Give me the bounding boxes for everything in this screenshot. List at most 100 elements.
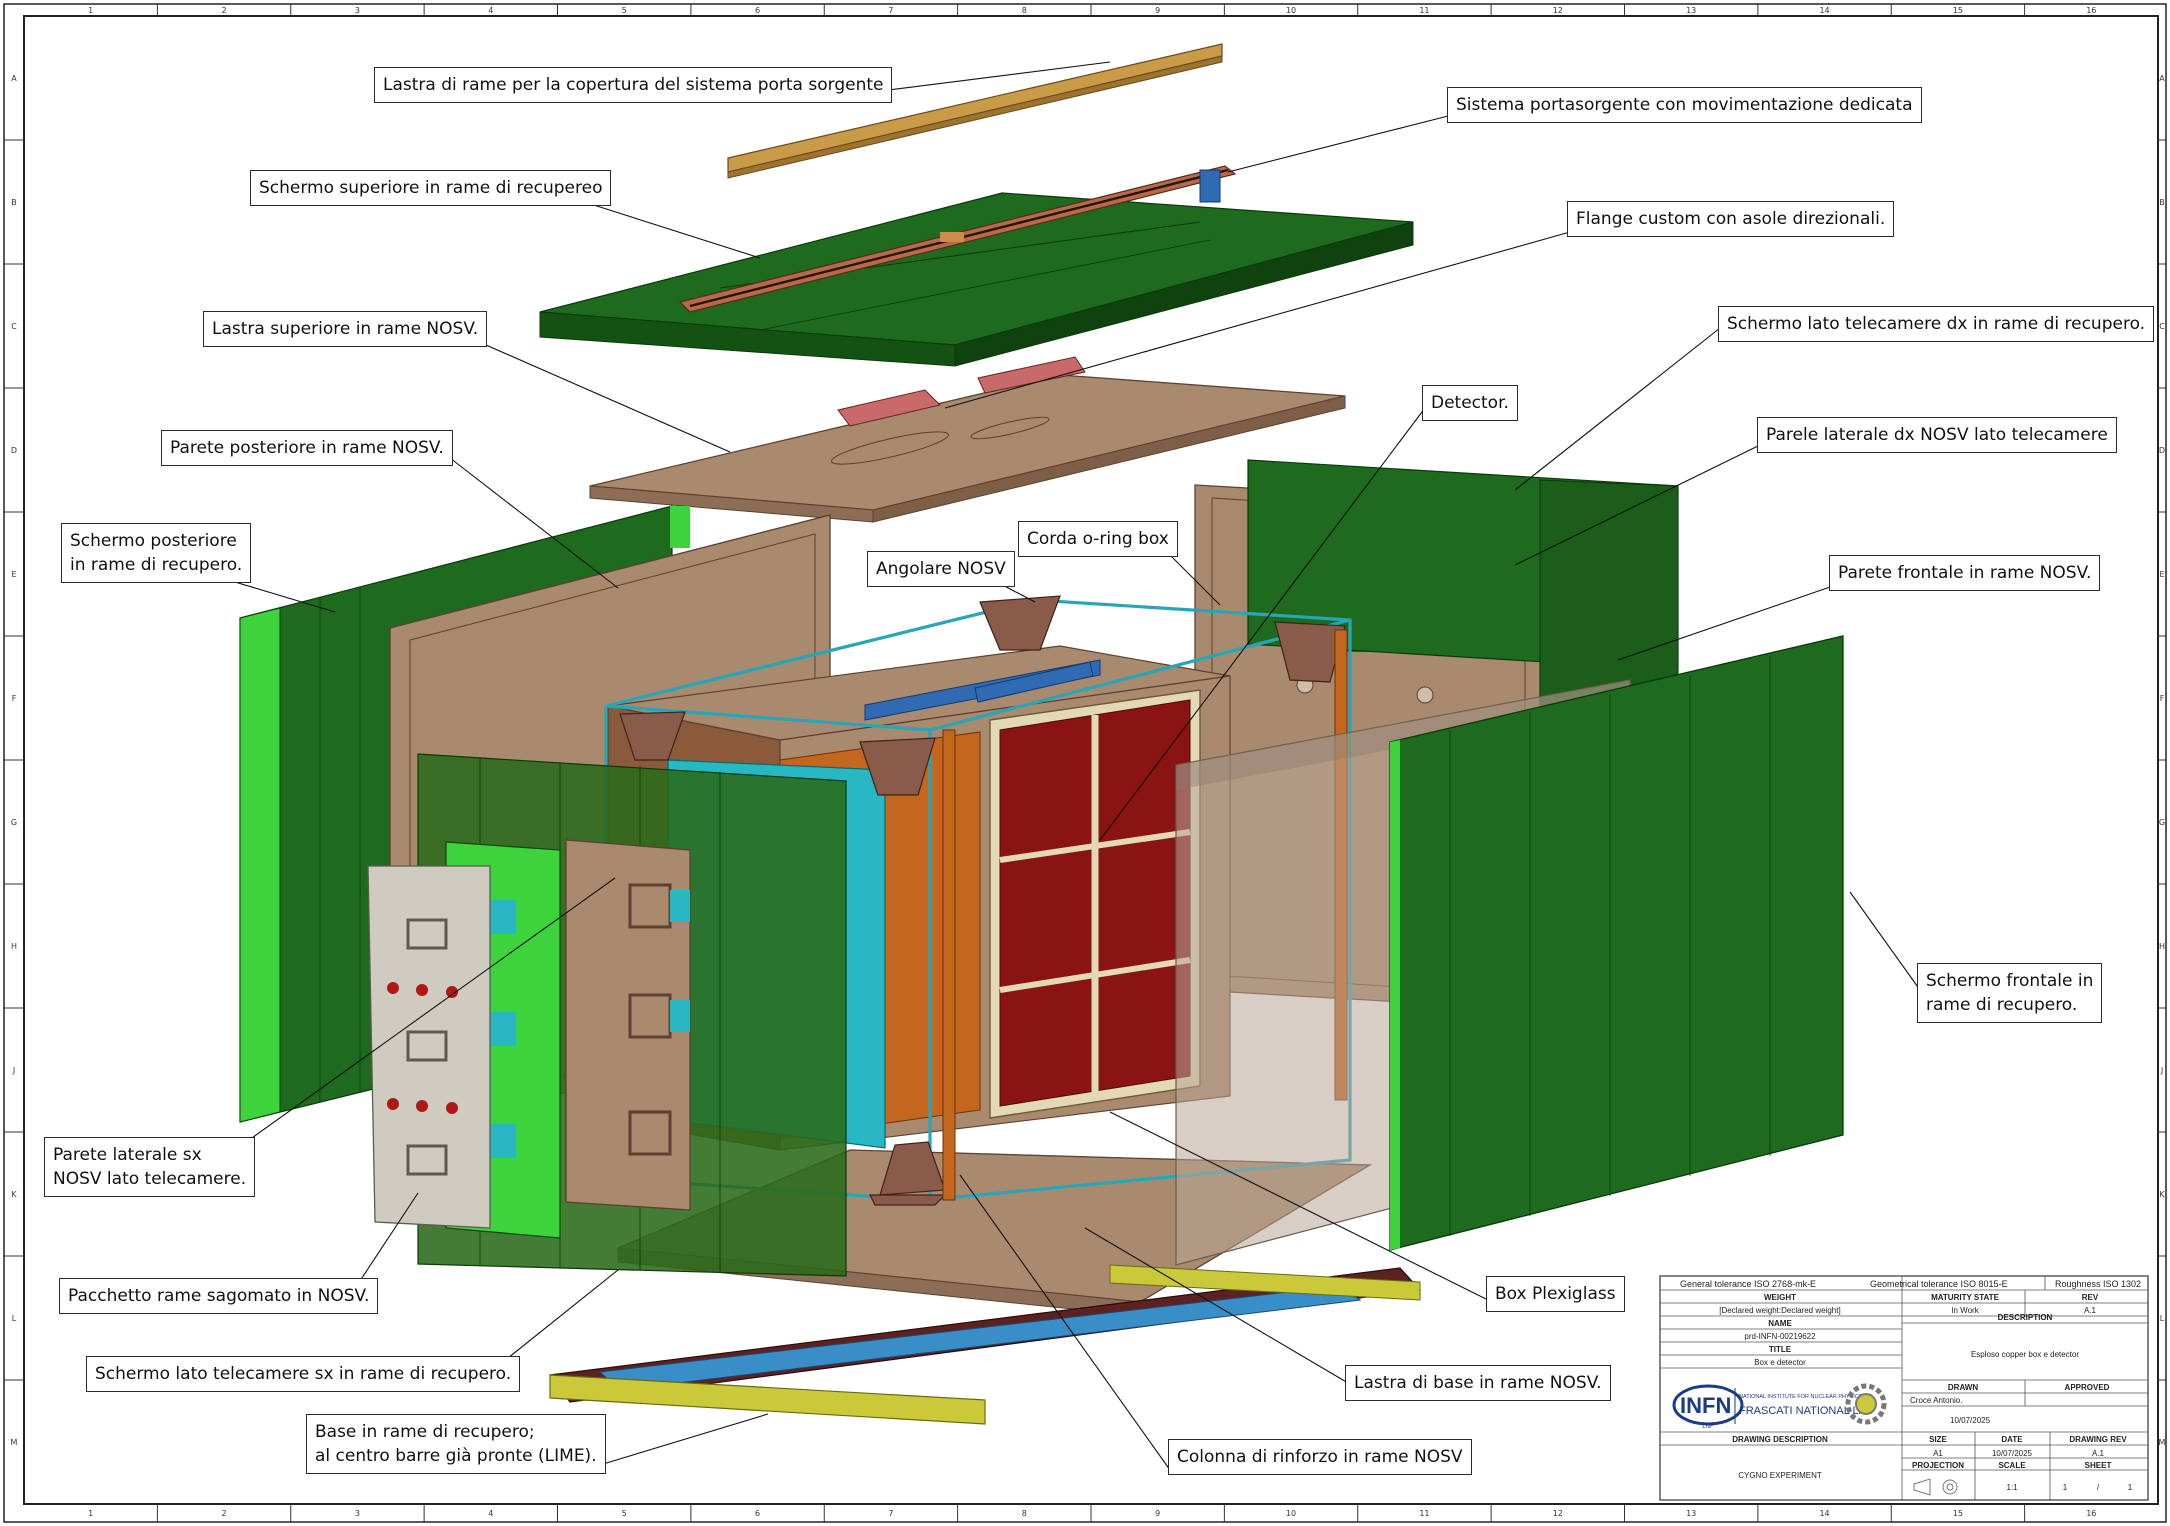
scale-label: SCALE bbox=[1998, 1461, 2026, 1470]
callout-lastra-base: Lastra di base in rame NOSV. bbox=[1345, 1365, 1611, 1401]
outer-frame bbox=[3, 3, 2167, 1523]
frame-column-label: 4 bbox=[488, 6, 493, 15]
callout-flange-custom: Flange custom con asole direzionali. bbox=[1567, 201, 1895, 237]
frame-row-label: E bbox=[2159, 570, 2164, 579]
callout-corda-oring: Corda o-ring box bbox=[1018, 521, 1178, 557]
frame-zone-labels: 1122334455667788991010111112121313141415… bbox=[11, 6, 2166, 1518]
callout-schermo-lato-tel-sx: Schermo lato telecamere sx in rame di re… bbox=[86, 1356, 521, 1392]
name-value: prd-INFN-00219622 bbox=[1744, 1332, 1816, 1341]
frame-row-label: L bbox=[12, 1314, 17, 1323]
frame-row-label: B bbox=[2159, 198, 2165, 207]
frame-row-label: B bbox=[11, 198, 17, 207]
frame-column-label: 13 bbox=[1686, 1509, 1696, 1518]
callout-schermo-frontale: Schermo frontale in rame di recupero. bbox=[1917, 963, 2103, 1023]
frame-row-label: D bbox=[2159, 446, 2165, 455]
callout-parete-laterale-sx-line2: NOSV lato telecamere. bbox=[53, 1169, 247, 1189]
infn-logo-text: INFN bbox=[1680, 1393, 1731, 1418]
frame-row-label: K bbox=[11, 1190, 17, 1199]
frame-row-label: F bbox=[2160, 694, 2165, 703]
frame-row-label: K bbox=[2159, 1190, 2165, 1199]
frame-row-label: A bbox=[11, 74, 17, 83]
infn-logo: INFN LNF NATIONAL INSTITUTE FOR NUCLEAR … bbox=[1672, 1384, 1873, 1430]
frame-column-label: 2 bbox=[222, 1509, 227, 1518]
frame-column-label: 2 bbox=[222, 6, 227, 15]
frame-column-label: 10 bbox=[1286, 6, 1296, 15]
callout-box-plexiglass: Box Plexiglass bbox=[1486, 1276, 1625, 1312]
callout-sistema-portasorgente: Sistema portasorgente con movimentazione… bbox=[1447, 87, 1922, 123]
frame-column-label: 14 bbox=[1819, 6, 1829, 15]
drawn-label: DRAWN bbox=[1948, 1383, 1978, 1392]
frame-column-label: 15 bbox=[1953, 6, 1963, 15]
left-camera-wall bbox=[367, 865, 491, 1229]
drawing-rev-label: DRAWING REV bbox=[2069, 1435, 2127, 1444]
gear-logo-icon bbox=[1845, 1383, 1887, 1425]
description-label: DESCRIPTION bbox=[1998, 1313, 2053, 1322]
callout-parete-frontale: Parete frontale in rame NOSV. bbox=[1829, 555, 2101, 591]
rev-value: A.1 bbox=[2084, 1306, 2097, 1315]
infn-logo-sub: LNF bbox=[1702, 1424, 1714, 1430]
callout-parete-laterale-sx: Parete laterale sx NOSV lato telecamere. bbox=[44, 1137, 256, 1197]
title-label: TITLE bbox=[1769, 1345, 1792, 1354]
frame-column-label: 7 bbox=[888, 6, 893, 15]
frame-row-label: G bbox=[2159, 818, 2165, 827]
frame-column-label: 5 bbox=[622, 6, 627, 15]
description-value: Esploso copper box e detector bbox=[1971, 1350, 2079, 1359]
front-green-shield bbox=[1389, 635, 1844, 1251]
frame-row-label: J bbox=[2160, 1066, 2163, 1075]
callout-parete-posteriore: Parete posteriore in rame NOSV. bbox=[161, 430, 453, 466]
infn-logo-line2: FRASCATI NATIONAL LAB bbox=[1739, 1405, 1873, 1417]
frame-row-label: F bbox=[12, 694, 17, 703]
frame-zone-ticks bbox=[4, 4, 2166, 1522]
frame-row-label: H bbox=[11, 942, 17, 951]
source-holder-rail bbox=[678, 165, 1237, 313]
projection-label: PROJECTION bbox=[1912, 1461, 1964, 1470]
copper-shaped-package bbox=[565, 839, 691, 1211]
frame-column-label: 4 bbox=[488, 1509, 493, 1518]
frame-column-label: 10 bbox=[1286, 1509, 1296, 1518]
frame-column-label: 7 bbox=[888, 1509, 893, 1518]
frame-row-label: C bbox=[2159, 322, 2165, 331]
drawing-description-value: CYGNO EXPERIMENT bbox=[1738, 1471, 1822, 1480]
title-value: Box e detector bbox=[1754, 1358, 1806, 1367]
frame-column-label: 9 bbox=[1155, 6, 1160, 15]
frame-column-label: 14 bbox=[1819, 1509, 1829, 1518]
maturity-label: MATURITY STATE bbox=[1931, 1293, 2000, 1302]
frame-column-label: 8 bbox=[1022, 6, 1027, 15]
drawn-value: Croce Antonio. bbox=[1910, 1396, 1962, 1405]
frame-column-label: 15 bbox=[1953, 1509, 1963, 1518]
frame-column-label: 12 bbox=[1553, 6, 1563, 15]
title-block: General tolerance ISO 2768-mk-E Geometri… bbox=[1659, 1275, 2149, 1501]
callout-lastra-copertura: Lastra di rame per la copertura del sist… bbox=[374, 67, 893, 103]
copper-cover-strip bbox=[727, 43, 1223, 179]
frame-row-label: M bbox=[11, 1438, 18, 1447]
frame-column-label: 9 bbox=[1155, 1509, 1160, 1518]
frame-column-label: 6 bbox=[755, 1509, 760, 1518]
frame-row-label: M bbox=[2159, 1438, 2166, 1447]
general-tolerance: General tolerance ISO 2768-mk-E bbox=[1680, 1279, 1816, 1289]
frame-row-label: A bbox=[2159, 74, 2165, 83]
frame-column-label: 6 bbox=[755, 6, 760, 15]
approved-label: APPROVED bbox=[2065, 1383, 2110, 1392]
sheet-total: 1 bbox=[2128, 1483, 2133, 1492]
infn-logo-line1: NATIONAL INSTITUTE FOR NUCLEAR PHYSICS bbox=[1739, 1394, 1863, 1400]
frame-column-label: 1 bbox=[88, 6, 93, 15]
callout-schermo-posteriore-line2: in rame di recupero. bbox=[70, 555, 243, 575]
drawing-rev-value: A.1 bbox=[2092, 1449, 2105, 1458]
callout-schermo-frontale-line2: rame di recupero. bbox=[1926, 995, 2078, 1015]
callout-lastra-superiore: Lastra superiore in rame NOSV. bbox=[203, 311, 488, 347]
size-label: SIZE bbox=[1929, 1435, 1947, 1444]
drawing-description-label: DRAWING DESCRIPTION bbox=[1732, 1435, 1828, 1444]
callout-schermo-superiore: Schermo superiore in rame di recupereo bbox=[250, 170, 612, 206]
callout-schermo-lato-tel-dx: Schermo lato telecamere dx in rame di re… bbox=[1718, 306, 2155, 342]
callout-colonna-rinforzo: Colonna di rinforzo in rame NOSV bbox=[1168, 1439, 1472, 1475]
roughness: Roughness ISO 1302 bbox=[2055, 1279, 2141, 1289]
frame-row-label: D bbox=[11, 446, 17, 455]
frame-column-label: 11 bbox=[1419, 6, 1429, 15]
bottom-base-assembly bbox=[548, 1264, 1422, 1425]
frame-column-label: 1 bbox=[88, 1509, 93, 1518]
frame-column-label: 13 bbox=[1686, 6, 1696, 15]
frame-column-label: 16 bbox=[2086, 6, 2096, 15]
frame-column-label: 16 bbox=[2086, 1509, 2096, 1518]
maturity-value: In Work bbox=[1951, 1306, 1979, 1315]
